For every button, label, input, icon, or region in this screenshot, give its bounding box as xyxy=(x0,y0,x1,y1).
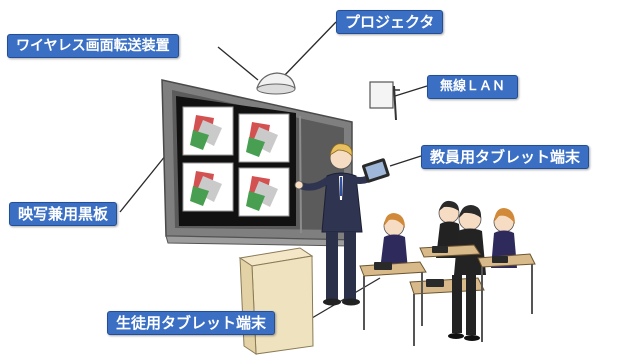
leader-line-wireless xyxy=(217,46,259,81)
lectern xyxy=(238,247,314,355)
label-projection-board: 映写兼用黒板 xyxy=(9,202,118,226)
teacher-figure xyxy=(294,143,376,306)
screen-thumbnails xyxy=(182,106,290,217)
label-teacher-tablet: 教員用タブレット端末 xyxy=(421,145,590,169)
students-group xyxy=(359,200,536,346)
tablet-icon xyxy=(362,158,390,183)
label-projector: プロジェクタ xyxy=(336,10,444,34)
projector-icon xyxy=(256,72,296,95)
leader-line-projector xyxy=(281,21,337,79)
leader-line-lan xyxy=(394,85,428,97)
label-student-tablet: 生徒用タブレット端末 xyxy=(107,311,276,335)
leader-line-teacher-tablet xyxy=(389,155,422,167)
label-wireless-lan: 無線ＬＡＮ xyxy=(427,75,519,99)
leader-line-board xyxy=(119,149,171,213)
label-wireless-screen-transfer-device: ワイヤレス画面転送装置 xyxy=(7,34,179,58)
wireless-lan-access-point-icon xyxy=(369,81,400,121)
projection-board xyxy=(161,79,353,247)
